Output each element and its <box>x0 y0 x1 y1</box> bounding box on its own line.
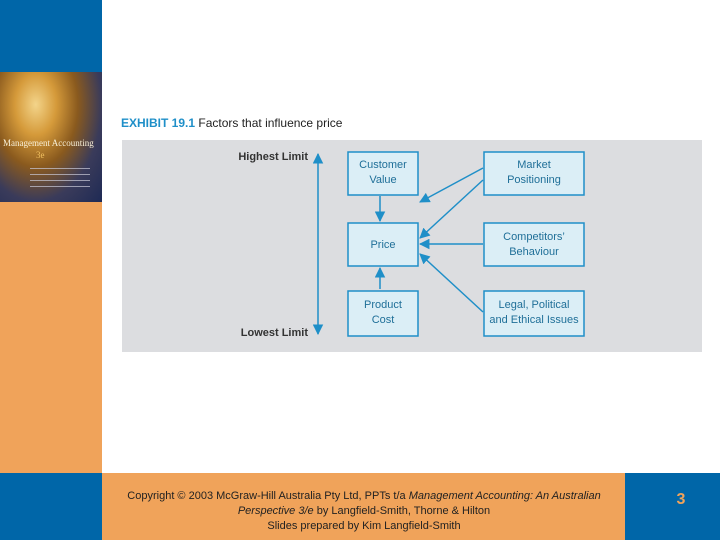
highest-limit-label: Highest Limit <box>238 151 308 163</box>
footer-bar: Copyright © 2003 McGraw-Hill Australia P… <box>0 473 720 540</box>
product-cost-box: Product Cost <box>347 290 419 337</box>
market-positioning-box: Market Positioning <box>483 151 585 196</box>
product-cost-line1: Product <box>364 299 402 311</box>
competitors-behaviour-line2: Behaviour <box>509 246 559 258</box>
slides-prepared-by: Slides prepared by Kim Langfield-Smith <box>267 520 461 532</box>
arrow-legal-to-price <box>419 253 484 313</box>
legal-political-line1: Legal, Political <box>499 299 570 311</box>
price-factors-diagram: Highest Limit Lowest Limit Customer Valu… <box>238 151 585 339</box>
legal-political-box: Legal, Political and Ethical Issues <box>483 290 585 337</box>
book-cover-authors-lines <box>30 168 90 192</box>
book-cover-image: Management Accounting 3e <box>0 72 102 202</box>
copyright-notice: Copyright © 2003 McGraw-Hill Australia P… <box>116 489 612 534</box>
exhibit-label: EXHIBIT 19.1 <box>121 116 196 130</box>
customer-value-line2: Value <box>369 174 396 186</box>
footer-left-block <box>0 473 102 540</box>
footer-right-block <box>625 473 720 540</box>
price-box: Price <box>347 222 419 267</box>
arrow-market-to-customer <box>419 167 484 203</box>
book-cover-edition: 3e <box>36 150 45 160</box>
copyright-prefix: Copyright © 2003 McGraw-Hill Australia P… <box>127 490 409 502</box>
left-sidebar <box>0 202 102 473</box>
product-cost-line2: Cost <box>372 314 395 326</box>
copyright-authors: by Langfield-Smith, Thorne & Hilton <box>313 505 491 517</box>
market-positioning-line1: Market <box>517 159 551 171</box>
left-blue-block <box>0 0 102 72</box>
legal-political-line2: and Ethical Issues <box>489 314 579 326</box>
slide-number: 3 <box>676 491 686 508</box>
exhibit-caption: Factors that influence price <box>198 116 343 130</box>
diagram-panel: Highest Limit Lowest Limit Customer Valu… <box>122 140 702 352</box>
competitors-behaviour-line1: Competitors’ <box>503 231 565 243</box>
arrow-market-to-price <box>419 179 484 239</box>
price-label: Price <box>370 239 395 251</box>
book-cover-title: Management Accounting <box>3 138 94 148</box>
competitors-behaviour-box: Competitors’ Behaviour <box>483 222 585 267</box>
customer-value-line1: Customer <box>359 159 407 171</box>
market-positioning-line2: Positioning <box>507 174 561 186</box>
copyright-book-title: Management Accounting: An Australian Per… <box>237 490 601 517</box>
exhibit-heading: EXHIBIT 19.1 Factors that influence pric… <box>121 116 342 130</box>
lowest-limit-label: Lowest Limit <box>241 327 309 339</box>
customer-value-box: Customer Value <box>347 151 419 196</box>
